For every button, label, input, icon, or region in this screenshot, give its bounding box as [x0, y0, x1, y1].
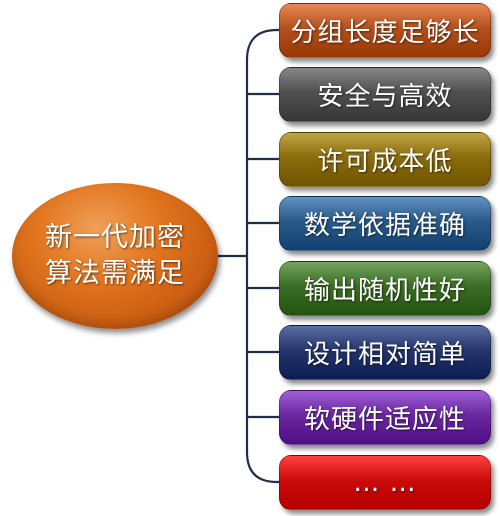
connector-top: [245, 28, 279, 61]
node-label: 软硬件适应性: [303, 405, 466, 435]
node-simple-design[interactable]: 设计相对简单: [279, 325, 491, 380]
node-label: 设计相对简单: [303, 340, 466, 370]
node-output-randomness[interactable]: 输出随机性好: [279, 261, 491, 316]
central-topic-label: 新一代加密算法需满足: [45, 222, 185, 289]
node-license-cost[interactable]: 许可成本低: [279, 132, 491, 187]
node-block-length[interactable]: 分组长度足够长: [279, 3, 491, 58]
node-label: 数学依据准确: [303, 211, 466, 241]
node-hw-sw-adaptability[interactable]: 软硬件适应性: [279, 390, 491, 445]
node-label: … …: [353, 467, 417, 498]
node-math-basis[interactable]: 数学依据准确: [279, 196, 491, 251]
connector-bottom: [245, 451, 279, 484]
central-topic[interactable]: 新一代加密算法需满足: [12, 183, 218, 329]
node-label: 输出随机性好: [303, 276, 466, 306]
node-label: 许可成本低: [317, 147, 453, 177]
node-ellipsis[interactable]: … …: [279, 455, 491, 510]
node-label: 分组长度足够长: [290, 18, 480, 48]
node-label: 安全与高效: [317, 82, 453, 112]
node-security-efficiency[interactable]: 安全与高效: [279, 67, 491, 122]
